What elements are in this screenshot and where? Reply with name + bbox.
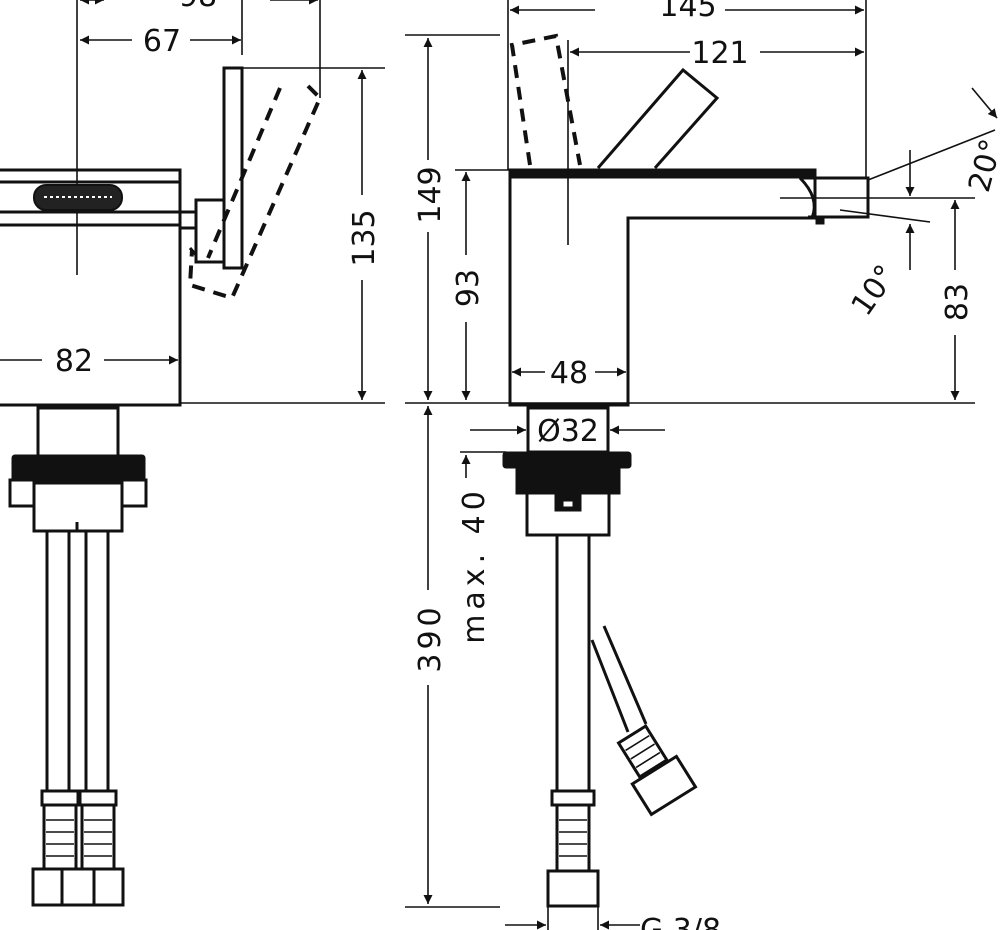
dim-max-40: max. 40 — [457, 486, 492, 644]
dim-10-degree: 10° — [845, 259, 904, 323]
dim-93: 93 — [451, 269, 486, 307]
dim-82: 82 — [55, 344, 93, 379]
dim-20-degree: 20° — [962, 135, 1000, 195]
dim-149: 149 — [413, 166, 448, 223]
dim-diameter-32: Ø32 — [537, 414, 599, 449]
dim-98: 98 — [179, 0, 217, 14]
dim-135: 135 — [347, 209, 382, 266]
dim-145: 145 — [659, 0, 716, 24]
dim-390: 390 — [413, 603, 448, 672]
dim-83: 83 — [940, 283, 975, 321]
dim-48: 48 — [550, 356, 588, 391]
dim-121: 121 — [691, 36, 748, 71]
dim-67: 67 — [143, 24, 181, 59]
aerator-slot — [33, 184, 123, 211]
front-view: 145 121 149 93 48 83 20° 10° Ø32 390 max… — [405, 0, 1000, 930]
side-view: 98 67 135 82 — [0, 0, 385, 907]
dim-thread-g38: G 3/8 — [640, 913, 721, 930]
